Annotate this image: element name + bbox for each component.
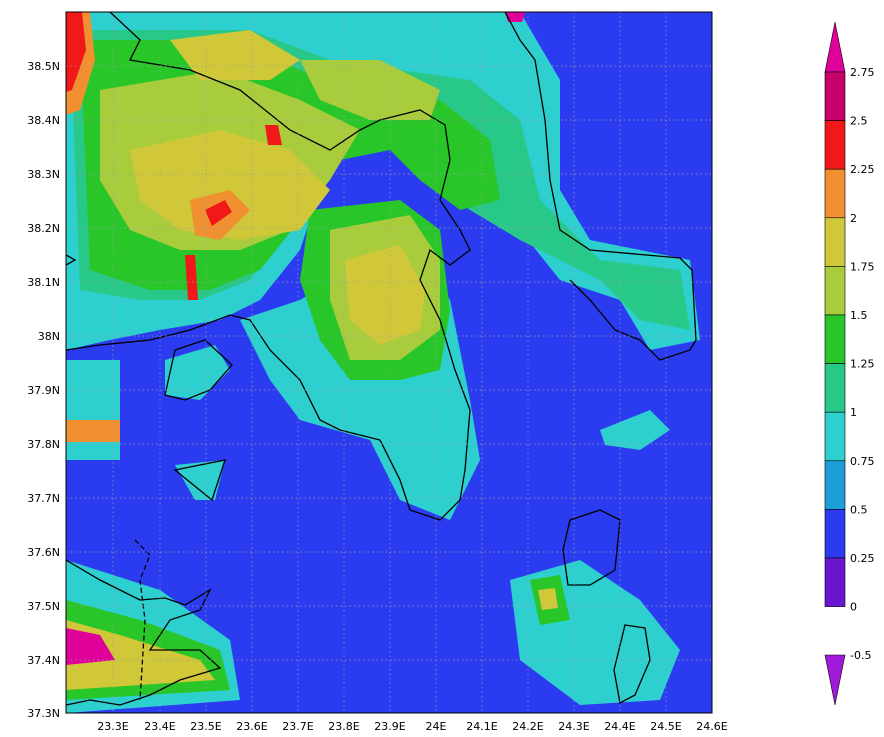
field-region-red-b [205, 200, 232, 226]
colorbar-label: 1.5 [850, 309, 868, 322]
colorbar-segment [824, 168, 846, 219]
field-region-olive-c [170, 30, 300, 80]
colorbar-labels: 2.75 2.5 2.25 2 1.75 1.5 1.25 1 0.75 0.5 0.25 0 -0.5 [850, 66, 875, 662]
island-b-outline [173, 459, 226, 502]
field-contours [66, 12, 700, 713]
colorbar-label: 2.5 [850, 115, 868, 128]
field-region-top-magenta [505, 12, 525, 22]
field-region-west-orange [66, 420, 120, 442]
field-region-lightgreen-b [300, 60, 440, 120]
coastline-west-small [66, 254, 77, 266]
field-region-sw-olive [66, 620, 215, 690]
lat-tick-label: 38.5N [27, 60, 60, 73]
field-region-red-c [265, 125, 282, 145]
lon-tick-label: 23.5E [190, 720, 221, 733]
colorbar-label: 0.5 [850, 503, 868, 516]
colorbar-segment [824, 411, 846, 462]
colorbar-segment [824, 460, 846, 510]
island-se-a-outline [562, 509, 621, 586]
field-region-nw-red [66, 12, 86, 92]
coastline-sw [66, 559, 222, 706]
colorbar-label: 0.25 [850, 552, 875, 565]
colorbar-segment [824, 557, 846, 607]
coastline-sw-dashed [134, 539, 151, 701]
colorbar-bottom-arrow [824, 654, 846, 706]
colorbar-segment [824, 363, 846, 413]
lat-tick-label: 37.6N [27, 546, 60, 559]
colorbar-label: 1.75 [850, 260, 875, 273]
lat-axis: 38.5N 38.4N 38.3N 38.2N 38.1N 38N 37.9N … [27, 60, 60, 720]
field-region-olive [130, 130, 330, 240]
lat-tick-label: 37.7N [27, 492, 60, 505]
coastline-north [66, 12, 471, 521]
lat-tick-label: 38.1N [27, 276, 60, 289]
lat-tick-label: 38N [38, 330, 60, 343]
colorbar-label: 1 [850, 406, 857, 419]
lat-tick-label: 38.4N [27, 114, 60, 127]
field-region-olive-b [345, 245, 425, 345]
map-plot-area [66, 12, 712, 713]
lat-tick-label: 38.3N [27, 168, 60, 181]
lat-tick-label: 37.8N [27, 438, 60, 451]
lat-tick-label: 37.4N [27, 654, 60, 667]
lon-tick-label: 24.2E [512, 720, 543, 733]
colorbar-label: 2 [850, 212, 857, 225]
coastlines [66, 12, 697, 706]
lat-tick-label: 37.5N [27, 600, 60, 613]
colorbar-segment [824, 217, 846, 267]
colorbar-segment [824, 509, 846, 559]
colorbar-label: 1.25 [850, 358, 875, 371]
lon-tick-label: 23.4E [144, 720, 175, 733]
lat-tick-label: 38.2N [27, 222, 60, 235]
lon-tick-label: 24.3E [558, 720, 589, 733]
field-region-west-cyan [66, 360, 120, 460]
lon-tick-label: 24.1E [466, 720, 497, 733]
colorbar-segment [824, 314, 846, 364]
coastline-east [504, 12, 697, 361]
lon-tick-label: 23.9E [374, 720, 405, 733]
field-region-red-a [185, 255, 198, 300]
colorbar [824, 21, 846, 706]
colorbar-label: 0.75 [850, 455, 875, 468]
lon-tick-label: 23.6E [236, 720, 267, 733]
field-region-island-b [175, 460, 225, 500]
lon-tick-label: 24.6E [696, 720, 727, 733]
colorbar-label: 0 [850, 601, 857, 614]
island-se-b-outline [613, 624, 651, 704]
colorbar-label: -0.5 [850, 649, 871, 662]
colorbar-segment [824, 71, 846, 121]
field-region-sw-magenta [66, 628, 115, 665]
lon-tick-label: 23.7E [282, 720, 313, 733]
lon-tick-label: 24.5E [650, 720, 681, 733]
lon-tick-label: 23.8E [328, 720, 359, 733]
lat-tick-label: 37.3N [27, 707, 60, 720]
field-region-se-east-cyan [600, 410, 670, 450]
colorbar-label: 2.25 [850, 163, 875, 176]
lat-tick-label: 37.9N [27, 384, 60, 397]
colorbar-label: 2.75 [850, 66, 875, 79]
field-region-se-olive [538, 588, 558, 610]
colorbar-top-arrow [824, 21, 846, 73]
lon-tick-label: 24E [426, 720, 447, 733]
colorbar-segment [824, 266, 846, 316]
lon-axis: 23.3E 23.4E 23.5E 23.6E 23.7E 23.8E 23.9… [97, 720, 727, 733]
lon-tick-label: 24.4E [604, 720, 635, 733]
colorbar-segment [824, 120, 846, 170]
plot-frame [65, 11, 713, 714]
lon-tick-label: 23.3E [97, 720, 128, 733]
